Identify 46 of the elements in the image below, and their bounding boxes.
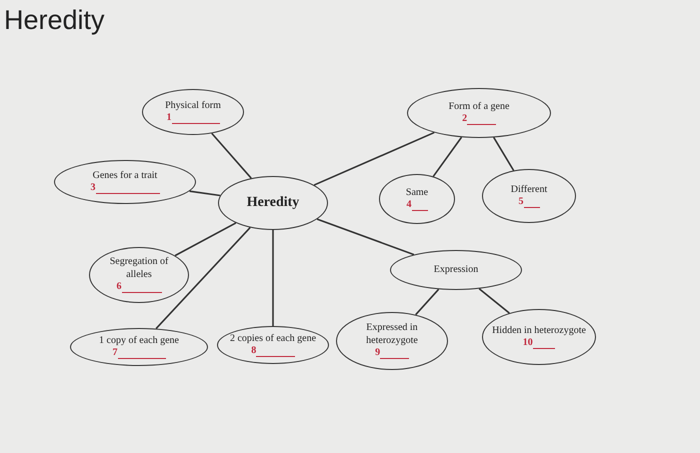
title: Heredity [4,4,105,37]
node-label: Form of a gene [448,100,510,113]
ellipse-node [217,326,329,364]
connector-line [174,222,236,256]
connector-line [156,227,251,330]
ellipse-node [89,247,189,303]
answer-number: 10 [522,337,533,350]
node-label: Physical form [164,100,222,112]
node-label: Hidden in heterozygote [491,324,587,337]
node-label: Heredity [246,194,300,212]
ellipse-node [482,309,596,365]
ellipse-node [379,174,455,224]
answer-number: 8 [251,345,256,358]
node-label: 2 copies of each gene [228,332,318,345]
ellipse-node [54,160,196,204]
connector-line [211,132,252,179]
connector-line [189,190,220,196]
answer-number: 3 [90,182,96,194]
node-label: 1 copy of each gene [98,334,180,347]
answer-number: 6 [116,281,122,294]
ellipse-node [482,169,576,223]
answer-number: 9 [375,347,380,360]
node-label: Expressed in heterozygote [365,322,419,348]
node-label: Different [510,184,548,196]
ellipse-node [336,312,448,370]
connector-line [314,132,435,186]
connector-line [493,137,514,171]
ellipse-node [218,176,328,230]
answer-number: 7 [112,347,118,360]
ellipse-node [407,88,551,138]
answer-number: 4 [406,199,412,212]
connector-line [415,288,440,316]
ellipse-node [142,89,244,135]
answer-number: 1 [166,112,172,124]
connector-line [272,230,274,326]
node-label: Segregation of alleles [108,256,170,282]
answer-number: 2 [462,113,468,126]
connector-line [478,288,510,314]
node-label: Genes for a trait [92,170,158,182]
connector-line [432,136,462,177]
ellipse-node [70,328,208,366]
node-label: Expression [432,264,480,276]
node-label: Same [404,186,430,199]
ellipse-node [390,250,522,290]
connector-line [316,218,414,256]
answer-number: 5 [518,196,524,208]
